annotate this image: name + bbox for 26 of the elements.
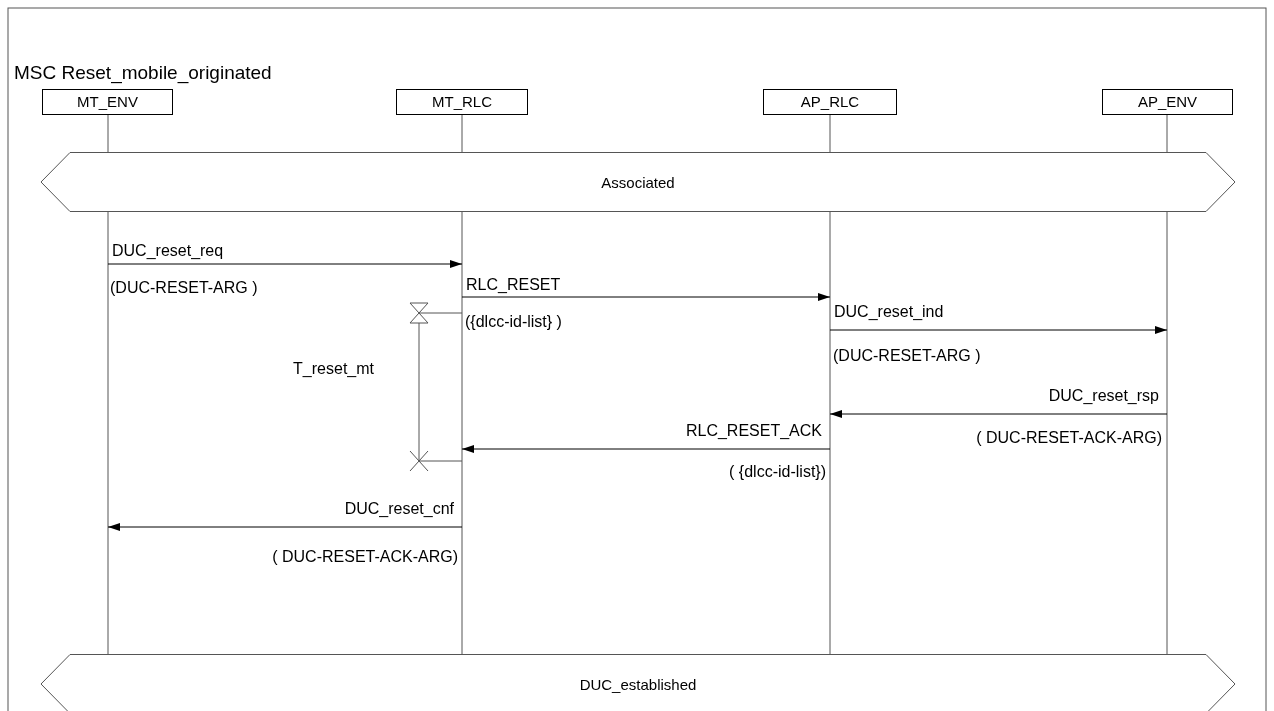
message-parameter: (DUC-RESET-ARG ) bbox=[833, 347, 981, 365]
instance-head: AP_ENV bbox=[1102, 89, 1233, 115]
message-parameter: ( {dlcc-id-list}) bbox=[729, 463, 826, 481]
message-arrow bbox=[461, 445, 831, 453]
message-label: RLC_RESET bbox=[466, 276, 561, 294]
message-label: RLC_RESET_ACK bbox=[685, 422, 822, 440]
message-parameter: ({dlcc-id-list} ) bbox=[465, 313, 562, 331]
message-parameter: (DUC-RESET-ARG ) bbox=[110, 279, 258, 297]
message-arrow bbox=[107, 523, 463, 531]
instance-head: MT_ENV bbox=[42, 89, 173, 115]
message-arrow bbox=[829, 326, 1168, 334]
message-label: DUC_reset_cnf bbox=[344, 500, 454, 518]
condition-label: DUC_established bbox=[578, 675, 698, 693]
diagram-title: MSC Reset_mobile_originated bbox=[14, 62, 272, 84]
timer-label: T_reset_mt bbox=[293, 360, 374, 378]
message-label: DUC_reset_ind bbox=[834, 303, 944, 321]
message-arrow bbox=[107, 260, 463, 268]
message-parameter: ( DUC-RESET-ACK-ARG) bbox=[976, 429, 1162, 447]
message-label: DUC_reset_rsp bbox=[1048, 387, 1159, 405]
instance-head: MT_RLC bbox=[396, 89, 528, 115]
instance-head: AP_RLC bbox=[763, 89, 897, 115]
message-parameter: ( DUC-RESET-ACK-ARG) bbox=[272, 548, 458, 566]
message-label: DUC_reset_req bbox=[112, 242, 224, 260]
message-arrow bbox=[829, 410, 1168, 418]
condition-label: Associated bbox=[600, 173, 676, 191]
message-arrow bbox=[461, 293, 831, 301]
